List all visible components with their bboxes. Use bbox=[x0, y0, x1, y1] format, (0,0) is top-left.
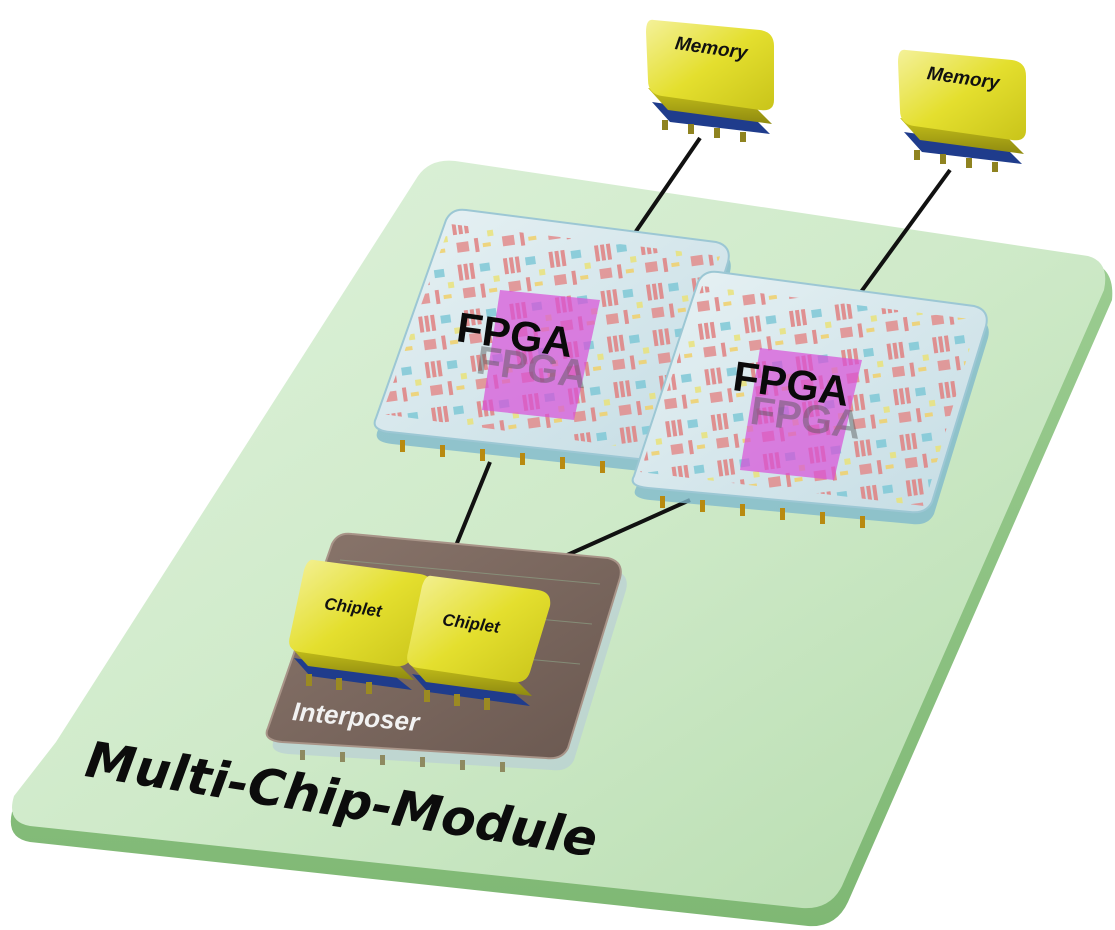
chiplet-2: Chiplet bbox=[407, 575, 551, 710]
chiplet-1: Chiplet bbox=[289, 559, 433, 694]
memory-chip-1: Memory bbox=[646, 19, 774, 142]
fpga-chip-2: FPGA FPGA bbox=[631, 270, 989, 528]
connector-fpga2-interposer bbox=[564, 498, 691, 558]
connector-memory1-fpga1 bbox=[628, 136, 702, 242]
memory-chip-2: Memory bbox=[898, 49, 1026, 172]
fpga-chip-1: FPGA FPGA bbox=[373, 208, 731, 473]
connector-memory2-fpga2 bbox=[856, 168, 952, 298]
connector-fpga1-interposer bbox=[453, 461, 492, 549]
